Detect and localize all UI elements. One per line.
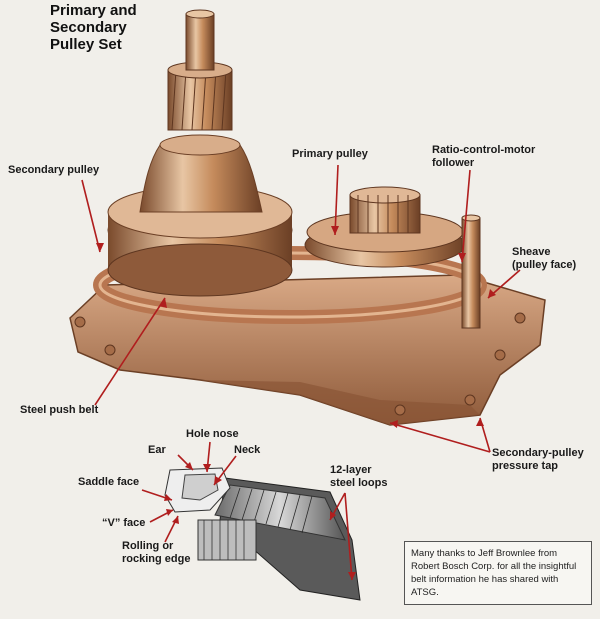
label-ratio-control-follower: Ratio-control-motor follower bbox=[432, 144, 536, 169]
label-ear: Ear bbox=[148, 444, 166, 456]
label-primary-pulley: Primary pulley bbox=[292, 148, 368, 160]
label-steel-push-belt: Steel push belt bbox=[20, 404, 99, 416]
label-v-face: “V” face bbox=[102, 517, 146, 529]
label-secondary-pressure-tap: Secondary-pulley pressure tap bbox=[492, 447, 584, 472]
label-hole-nose: Hole nose bbox=[186, 428, 239, 440]
leader-primary-pulley bbox=[334, 164, 339, 236]
output-shaft bbox=[185, 13, 215, 71]
label-neck: Neck bbox=[234, 444, 261, 456]
diagram-title: Primary and Secondary Pulley Set bbox=[50, 2, 137, 53]
leader-steel-loops-2 bbox=[344, 492, 353, 581]
label-secondary-pulley: Secondary pulley bbox=[8, 164, 100, 176]
belt-element-detail bbox=[164, 467, 361, 601]
credit-note: Many thanks to Jeff Brownlee from Robert… bbox=[404, 541, 592, 605]
leader-secondary-pulley bbox=[81, 179, 101, 253]
leader-ratio-control bbox=[461, 169, 471, 263]
leader-arrowheads bbox=[96, 226, 496, 580]
case-bottom bbox=[200, 380, 480, 425]
label-rolling-edge: Rolling or rocking edge bbox=[122, 540, 191, 565]
label-steel-loops: 12-layer steel loops bbox=[330, 464, 388, 489]
shaft-gear bbox=[167, 69, 233, 131]
label-saddle-face: Saddle face bbox=[78, 476, 140, 488]
case-bolts bbox=[74, 312, 526, 416]
leader-secondary-tap-1 bbox=[389, 422, 491, 453]
label-sheave: Sheave (pulley face) bbox=[512, 246, 577, 271]
leader-steel-push-belt bbox=[94, 297, 166, 406]
